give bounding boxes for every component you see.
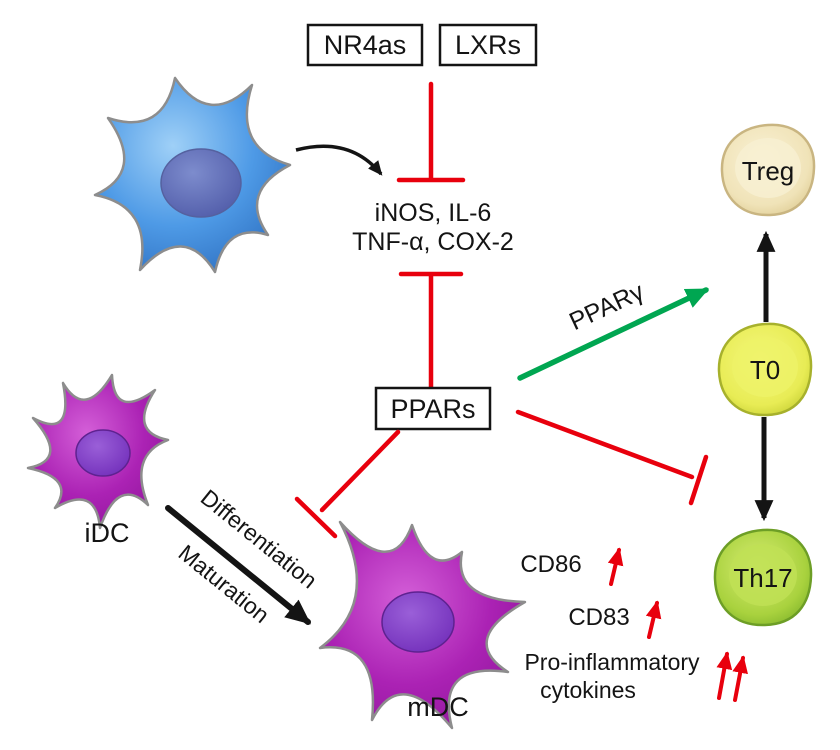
idc-cell: iDC bbox=[26, 373, 170, 548]
treg-cell: Treg bbox=[720, 123, 816, 217]
ppars-th17-inhibition-bar bbox=[688, 454, 709, 506]
nr4as-box bbox=[306, 23, 424, 67]
cytokines-up-arrow-1 bbox=[716, 651, 733, 700]
ppars-label: PPARs bbox=[390, 394, 475, 424]
mdc-cell: mDC bbox=[318, 520, 527, 730]
mdc-label: mDC bbox=[407, 692, 469, 722]
th17-cell: Th17 bbox=[713, 528, 813, 627]
receptors-cytokine-inhibition bbox=[396, 81, 466, 183]
ppars-node: PPARs bbox=[374, 386, 492, 431]
cytokine-text-line2: TNF-α, COX-2 bbox=[352, 228, 514, 256]
treg-cell-inner bbox=[735, 138, 801, 198]
t0-label: T0 bbox=[750, 355, 780, 385]
th17-cell-inner bbox=[729, 544, 797, 606]
cd83-label: CD83 bbox=[568, 604, 629, 631]
pro-inflammatory-label-line1: Pro-inflammatory bbox=[524, 649, 700, 675]
blue-immune-cell-nucleus bbox=[160, 148, 242, 218]
ppars-th17-inhibition-line bbox=[515, 409, 695, 480]
cd86-up-arrow bbox=[607, 547, 624, 586]
idc-label: iDC bbox=[85, 518, 130, 548]
idc-cell-nucleus bbox=[75, 429, 131, 477]
maturation-markers: CD86 CD83 Pro-inflammatory cytokines bbox=[520, 547, 748, 703]
cytokine-text-line1: iNOS, IL-6 bbox=[375, 199, 492, 227]
cd86-label: CD86 bbox=[520, 551, 581, 578]
nr4as-node: NR4as bbox=[306, 23, 424, 67]
differentiation-maturation-arrow bbox=[165, 505, 311, 625]
ppars-differentiation-inhibition bbox=[294, 429, 401, 539]
ppars-cytokine-inhibition bbox=[398, 271, 464, 391]
ppars-th17-inhibition bbox=[515, 409, 709, 506]
ppars-box bbox=[374, 386, 492, 431]
nr4as-label: NR4as bbox=[324, 30, 407, 60]
t0-cell: T0 bbox=[717, 322, 813, 417]
mdc-cell-nucleus bbox=[381, 591, 455, 653]
lxrs-label: LXRs bbox=[455, 30, 521, 60]
ppary-label: PPARγ bbox=[565, 277, 649, 336]
t0-cell-inner bbox=[732, 337, 798, 397]
th17-label: Th17 bbox=[733, 563, 792, 593]
cell-to-cytokines-arrow bbox=[295, 144, 383, 176]
cytokines-up-arrow-2 bbox=[732, 655, 748, 702]
lxrs-box bbox=[438, 23, 538, 67]
lxrs-node: LXRs bbox=[438, 23, 538, 67]
ppars-differentiation-inhibition-line bbox=[319, 429, 401, 513]
cd83-up-arrow bbox=[645, 600, 662, 639]
ppary-activation-arrow bbox=[517, 287, 710, 381]
blue-immune-cell bbox=[93, 76, 292, 274]
ppars-differentiation-inhibition-bar bbox=[294, 496, 338, 539]
treg-label: Treg bbox=[742, 156, 795, 186]
cytokine-mediators: iNOS, IL-6 TNF-α, COX-2 bbox=[352, 199, 514, 256]
pro-inflammatory-label-line2: cytokines bbox=[540, 677, 636, 703]
